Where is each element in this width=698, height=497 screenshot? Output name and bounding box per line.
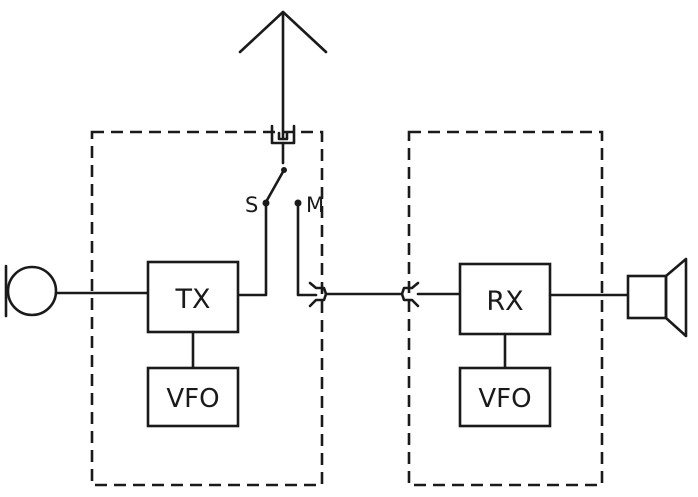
antenna-switch: S M	[245, 167, 324, 217]
tx-vfo-label: VFO	[166, 384, 219, 414]
rx-side-jack	[400, 281, 420, 308]
loudspeaker-icon	[626, 257, 688, 338]
antenna-icon	[238, 10, 328, 140]
transmitter-enclosure	[90, 130, 324, 487]
switch-to-jack-line	[296, 201, 318, 297]
switch-label-s: S	[245, 193, 258, 217]
antenna-connector	[270, 124, 296, 165]
rx-block	[458, 262, 552, 336]
microphone-icon	[4, 264, 58, 318]
tx-block-label: TX	[175, 284, 211, 315]
rx-block-label: RX	[486, 286, 523, 317]
tx-vfo-block	[146, 366, 240, 428]
rx-vfo-label: VFO	[478, 384, 531, 414]
switch-label-m: M	[306, 193, 324, 217]
switch-arm	[264, 168, 286, 204]
receiver-enclosure	[407, 130, 604, 487]
tx-to-switch-line	[236, 201, 268, 297]
rx-vfo-block	[458, 366, 552, 428]
